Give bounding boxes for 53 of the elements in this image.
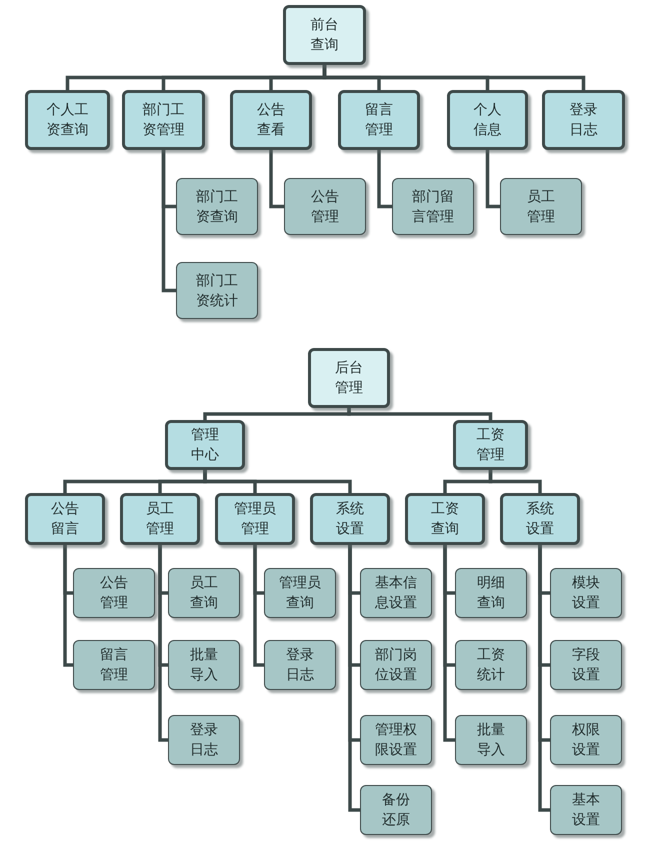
- connector-line: [377, 150, 392, 208]
- function-box: 员工管理: [500, 178, 582, 235]
- root-box: 后台管理: [308, 348, 390, 408]
- connector-line: [488, 470, 542, 493]
- connector-line: [347, 408, 492, 420]
- function-box: 部门岗位设置: [360, 640, 432, 690]
- category-box: 个人信息: [447, 90, 528, 150]
- function-box: 部门工资统计: [176, 262, 258, 319]
- function-box: 公告管理: [73, 568, 155, 618]
- category-box: 员工管理: [120, 493, 200, 545]
- category-box: 公告留言: [25, 493, 105, 545]
- connector-line: [158, 545, 168, 742]
- connector-line: [348, 545, 360, 812]
- connector-line: [253, 545, 264, 667]
- function-box: 管理员查询: [264, 568, 336, 618]
- connector-line: [486, 150, 500, 208]
- function-box: 登录日志: [264, 640, 336, 690]
- category-box: 管理员管理: [215, 493, 295, 545]
- function-box: 基本设置: [550, 785, 622, 835]
- category-box: 个人工资查询: [25, 90, 110, 150]
- function-box: 留言管理: [73, 640, 155, 690]
- function-box: 基本信息设置: [360, 568, 432, 618]
- function-box: 部门留言管理: [392, 178, 474, 235]
- function-box: 备份还原: [360, 785, 432, 835]
- connector-line: [538, 545, 550, 812]
- function-box: 权限设置: [550, 715, 622, 765]
- function-box: 员工查询: [168, 568, 240, 618]
- connector-line: [63, 545, 73, 667]
- connector-line: [162, 150, 176, 292]
- function-box: 明细查询: [455, 568, 527, 618]
- connector-line: [443, 545, 455, 742]
- function-box: 管理权限设置: [360, 715, 432, 765]
- category-box: 工资管理: [453, 420, 528, 470]
- category-box: 留言管理: [338, 90, 420, 150]
- category-box: 公告查看: [230, 90, 312, 150]
- category-box: 管理中心: [165, 420, 245, 470]
- function-box: 工资统计: [455, 640, 527, 690]
- function-box: 登录日志: [168, 715, 240, 765]
- category-box: 部门工资管理: [122, 90, 205, 150]
- category-box: 工资查询: [405, 493, 485, 545]
- category-box: 系统设置: [500, 493, 580, 545]
- function-box: 公告管理: [284, 178, 366, 235]
- connector-line: [269, 150, 284, 208]
- function-box: 模块设置: [550, 568, 622, 618]
- function-box: 部门工资查询: [176, 178, 258, 235]
- function-box: 批量导入: [455, 715, 527, 765]
- root-box: 前台查询: [283, 5, 366, 65]
- function-box: 字段设置: [550, 640, 622, 690]
- category-box: 登录日志: [542, 90, 625, 150]
- connector-line: [322, 65, 586, 90]
- function-box: 批量导入: [168, 640, 240, 690]
- connector-line: [203, 470, 352, 493]
- category-box: 系统设置: [310, 493, 390, 545]
